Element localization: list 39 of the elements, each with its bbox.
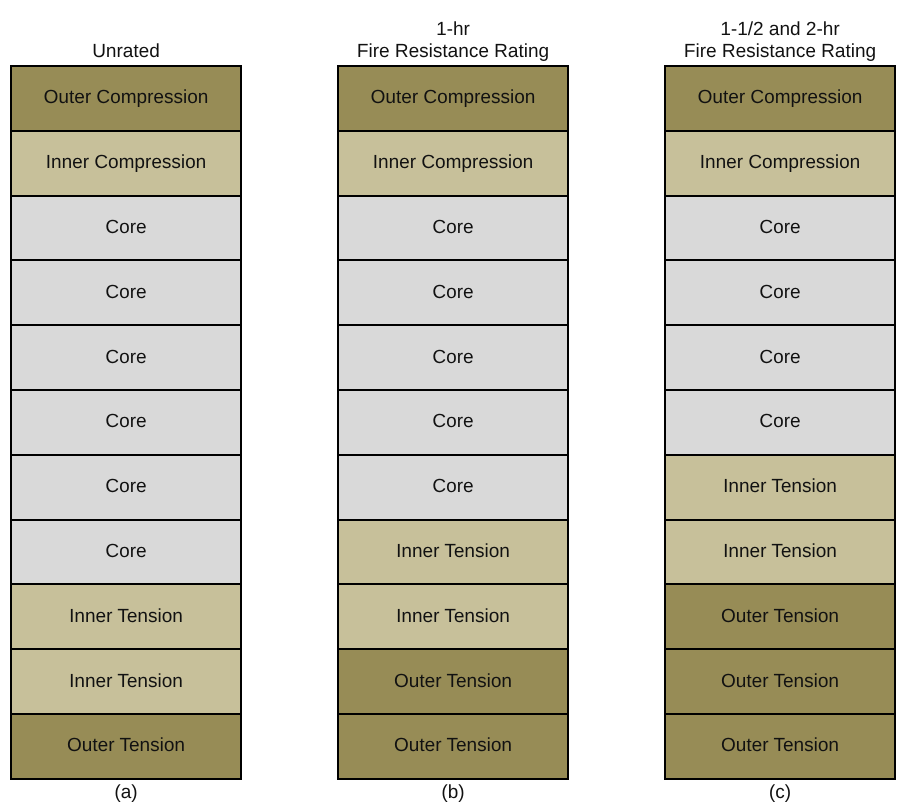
core-lamination: Core (664, 259, 896, 326)
figure-caption: (a) (113, 782, 139, 804)
inner-lamination: Inner Compression (337, 130, 569, 197)
core-lamination: Core (10, 518, 242, 586)
figure-caption: (b) (440, 782, 466, 804)
core-lamination: Core (10, 454, 242, 521)
outer-lamination: Outer Tension (664, 648, 896, 715)
core-lamination: Core (337, 324, 569, 391)
inner-lamination: Inner Tension (664, 454, 896, 521)
inner-lamination: Inner Tension (664, 518, 896, 586)
outer-lamination: Outer Tension (664, 583, 896, 650)
core-lamination: Core (664, 389, 896, 456)
core-lamination: Core (10, 324, 242, 391)
column-heading: 1-1/2 and 2-hr Fire Resistance Rating (682, 19, 878, 63)
inner-lamination: Inner Tension (10, 583, 242, 650)
figure-caption: (c) (768, 782, 792, 804)
outer-lamination: Outer Tension (664, 713, 896, 780)
inner-lamination: Inner Tension (337, 518, 569, 586)
core-lamination: Core (664, 194, 896, 262)
outer-lamination: Outer Compression (337, 65, 569, 132)
core-lamination: Core (337, 194, 569, 262)
inner-lamination: Inner Compression (10, 130, 242, 197)
outer-lamination: Outer Tension (10, 713, 242, 780)
column-heading: 1-hr Fire Resistance Rating (356, 19, 550, 63)
column-heading: Unrated (91, 41, 161, 63)
core-lamination: Core (337, 389, 569, 456)
core-lamination: Core (337, 259, 569, 326)
inner-lamination: Inner Compression (664, 130, 896, 197)
core-lamination: Core (10, 389, 242, 456)
outer-lamination: Outer Tension (337, 648, 569, 715)
inner-lamination: Inner Tension (10, 648, 242, 715)
core-lamination: Core (10, 194, 242, 262)
outer-lamination: Outer Tension (337, 713, 569, 780)
inner-lamination: Inner Tension (337, 583, 569, 650)
core-lamination: Core (664, 324, 896, 391)
outer-lamination: Outer Compression (10, 65, 242, 132)
core-lamination: Core (337, 454, 569, 521)
core-lamination: Core (10, 259, 242, 326)
outer-lamination: Outer Compression (664, 65, 896, 132)
